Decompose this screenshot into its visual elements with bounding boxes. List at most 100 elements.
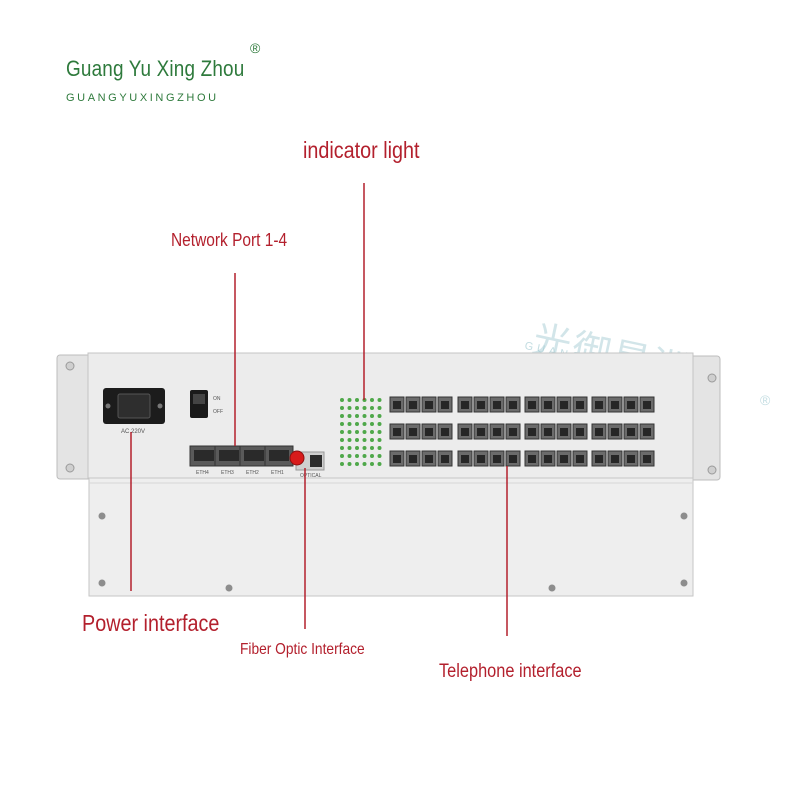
indicator-led xyxy=(347,462,352,466)
indicator-led xyxy=(347,414,352,418)
telephone-port-jack xyxy=(627,428,635,436)
indicator-led xyxy=(377,414,382,418)
power-interface-label: Power interface xyxy=(82,610,220,636)
telephone-port-jack xyxy=(643,401,651,409)
eth-label: ETH1 xyxy=(271,470,284,476)
network-port-label: Network Port 1-4 xyxy=(171,230,288,250)
indicator-led xyxy=(355,422,359,426)
eth-port-jack xyxy=(244,450,264,461)
indicator-led xyxy=(362,446,367,450)
telephone-port-jack xyxy=(560,401,568,409)
screw xyxy=(548,584,556,592)
indicator-led xyxy=(340,430,344,434)
screw xyxy=(680,512,688,520)
indicator-led xyxy=(377,454,382,458)
indicator-led xyxy=(362,422,367,426)
switch-on-label: ON xyxy=(213,396,221,402)
indicator-led xyxy=(347,422,352,426)
indicator-led xyxy=(370,446,374,450)
indicator-led xyxy=(370,398,374,402)
screw xyxy=(680,579,688,587)
telephone-port-jack xyxy=(643,428,651,436)
telephone-port-jack xyxy=(611,455,619,463)
indicator-led xyxy=(362,462,367,466)
indicator-led xyxy=(340,414,344,418)
eth-label: ETH4 xyxy=(196,470,209,476)
right-rack-ear xyxy=(689,355,721,481)
brand-subtitle: GUANGYUXINGZHOU xyxy=(66,92,219,104)
screw xyxy=(98,512,106,520)
indicator-led xyxy=(377,462,382,466)
indicator-led xyxy=(377,446,382,450)
telephone-port-jack xyxy=(627,401,635,409)
telephone-port-jack xyxy=(509,428,517,436)
indicator-led xyxy=(340,462,344,466)
telephone-port-jack xyxy=(509,401,517,409)
watermark-registered-mark: ® xyxy=(760,392,771,408)
rack-hole xyxy=(707,465,717,475)
telephone-port-jack xyxy=(595,455,603,463)
telephone-port-jack xyxy=(544,428,552,436)
indicator-led xyxy=(340,454,344,458)
telephone-port-jack xyxy=(627,455,635,463)
power-switch-rocker xyxy=(193,394,205,404)
indicator-led xyxy=(362,406,367,410)
indicator-led xyxy=(362,454,367,458)
indicator-led xyxy=(355,414,359,418)
chassis-body xyxy=(88,477,694,597)
network-ports xyxy=(189,445,294,467)
telephone-port-jack xyxy=(493,401,501,409)
telephone-port-jack xyxy=(576,401,584,409)
telephone-port-jack xyxy=(409,401,417,409)
telephone-port-jack xyxy=(560,428,568,436)
telephone-port-jack xyxy=(441,428,449,436)
telephone-port-jack xyxy=(461,455,469,463)
telephone-port-jack xyxy=(595,401,603,409)
telephone-port-jack xyxy=(425,401,433,409)
eth-label: ETH3 xyxy=(221,470,234,476)
eth-port-jack xyxy=(269,450,289,461)
indicator-led xyxy=(340,406,344,410)
telephone-port-jack xyxy=(595,428,603,436)
socket-screw xyxy=(105,403,111,409)
screw xyxy=(98,579,106,587)
indicator-led xyxy=(362,438,367,442)
telephone-port-jack xyxy=(544,455,552,463)
indicator-led xyxy=(355,446,359,450)
indicator-led xyxy=(340,422,344,426)
indicator-led xyxy=(370,454,374,458)
indicator-led xyxy=(347,446,352,450)
telephone-port-jack xyxy=(576,428,584,436)
optical-port xyxy=(310,455,322,467)
telephone-port-jack xyxy=(477,428,485,436)
eth-label: ETH2 xyxy=(246,470,259,476)
brand-title: Guang Yu Xing Zhou xyxy=(66,56,245,81)
indicator-led xyxy=(340,446,344,450)
rack-hole xyxy=(707,373,717,383)
indicator-led xyxy=(370,406,374,410)
telephone-port-jack xyxy=(409,455,417,463)
eth-port-jack xyxy=(194,450,214,461)
indicator-led xyxy=(377,398,382,402)
telephone-port-jack xyxy=(461,401,469,409)
telephone-port-jack xyxy=(576,455,584,463)
indicator-led-block xyxy=(340,398,382,466)
indicator-led xyxy=(355,398,359,402)
indicator-led xyxy=(355,406,359,410)
indicator-led xyxy=(340,398,344,402)
indicator-led xyxy=(355,438,359,442)
indicator-light-label: indicator light xyxy=(303,137,420,163)
telephone-port-jack xyxy=(544,401,552,409)
telephone-port-jack xyxy=(477,455,485,463)
telephone-interface-label: Telephone interface xyxy=(439,661,582,682)
rack-hole xyxy=(65,361,75,371)
indicator-led xyxy=(362,414,367,418)
telephone-port-jack xyxy=(611,428,619,436)
power-socket-inner xyxy=(117,393,151,419)
screw xyxy=(225,584,233,592)
indicator-led xyxy=(347,454,352,458)
indicator-led xyxy=(355,454,359,458)
indicator-led xyxy=(355,430,359,434)
indicator-led xyxy=(370,414,374,418)
